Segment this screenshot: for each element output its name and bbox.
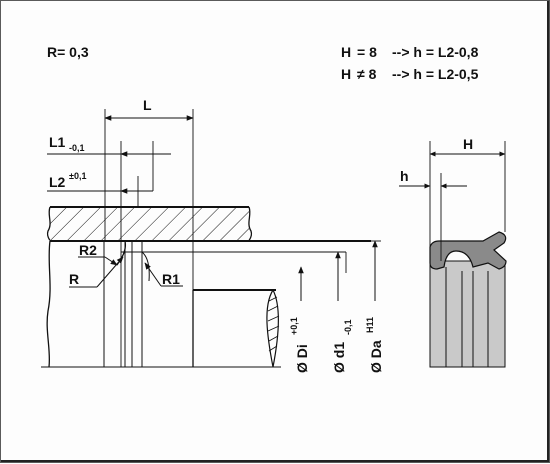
diameter-Da-tolerance: H11: [365, 317, 375, 333]
radius-leaders: [69, 256, 183, 288]
seal-lip: [429, 231, 507, 270]
seal-cross-section: [429, 231, 507, 368]
dimension-lines: [47, 115, 378, 301]
dim-h-label: h: [400, 168, 409, 184]
dim-L1-text: L1: [49, 134, 66, 150]
radius-R1-label: R1: [162, 271, 180, 287]
rule-h-not-equal: H ≠ 8 --> h = L2-0,5: [341, 66, 479, 82]
diameter-Da-label: Ø Da H11: [365, 317, 384, 373]
dim-H-label: H: [463, 136, 473, 152]
dim-L-label: L: [143, 97, 152, 113]
diameter-d1-tolerance: -0,1: [343, 319, 353, 335]
diameter-Di-label: Ø Di +0,1: [289, 317, 310, 373]
diameter-Di-text: Ø Di: [294, 344, 310, 373]
dim-L1-tolerance: -0,1: [69, 143, 85, 153]
groove: [46, 240, 346, 368]
radius-note: R= 0,3: [47, 44, 89, 60]
diameter-d1-label: Ø d1 -0,1: [331, 319, 353, 373]
dim-L1-label: L1 -0,1: [49, 134, 85, 153]
radius-R-label: R: [69, 271, 79, 287]
extension-lines-right: [399, 141, 506, 261]
rule-h-equal-h: H: [341, 44, 351, 60]
diameter-Da-text: Ø Da: [368, 340, 384, 373]
dim-L2-text: L2: [49, 174, 66, 190]
rule-h-equal-result: --> h = L2-0,8: [392, 44, 479, 60]
rule-h-not-equal-h: H: [341, 66, 351, 82]
diameter-d1-text: Ø d1: [331, 342, 347, 373]
diameter-Di-tolerance: +0,1: [289, 317, 299, 335]
radius-R2-label: R2: [79, 242, 97, 258]
rule-h-equal-op: = 8: [357, 44, 377, 60]
rule-h-not-equal-result: --> h = L2-0,5: [392, 66, 479, 82]
shaft: [41, 289, 281, 368]
rule-h-not-equal-op: ≠ 8: [357, 66, 377, 82]
dim-L2-label: L2 ±0,1: [49, 171, 86, 190]
housing: [46, 206, 371, 242]
rule-h-equal: H = 8 --> h = L2-0,8: [341, 44, 479, 60]
dim-L2-tolerance: ±0,1: [69, 171, 86, 181]
